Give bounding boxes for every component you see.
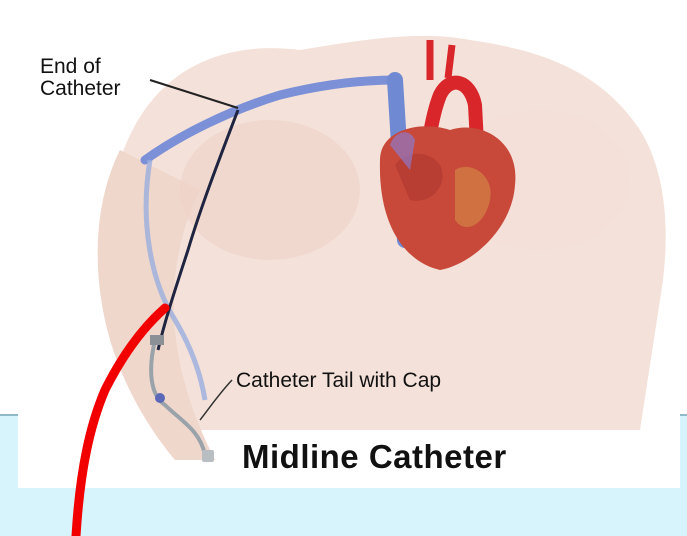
catheter-hub bbox=[150, 335, 164, 345]
end-of-catheter-line2: Catheter bbox=[40, 78, 160, 100]
diagram-title: Midline Catheter bbox=[242, 438, 507, 476]
catheter-tail-label: Catheter Tail with Cap bbox=[236, 369, 441, 393]
end-of-catheter-label: End of Catheter bbox=[40, 56, 160, 100]
end-of-catheter-line1: End of bbox=[40, 56, 160, 78]
catheter-cap bbox=[202, 450, 214, 462]
catheter-clamp bbox=[155, 393, 165, 403]
